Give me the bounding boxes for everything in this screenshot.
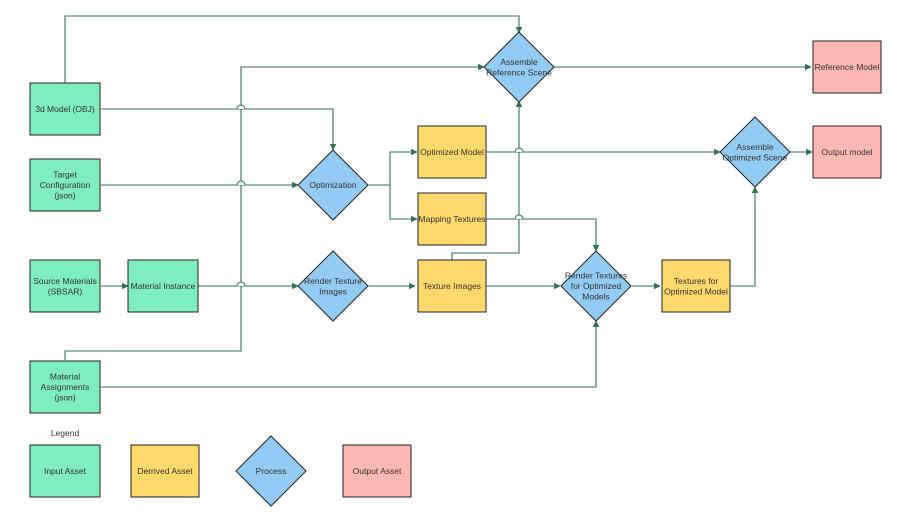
node-reference-model[interactable]: Reference Model (812, 40, 882, 94)
output-box (812, 40, 882, 94)
node-label: Optimization (309, 180, 357, 190)
legend-derived[interactable]: Derrived Asset (130, 444, 200, 498)
node-output-model[interactable]: Output model (812, 125, 882, 179)
crossing-hop (514, 214, 524, 220)
crossing-hop (514, 147, 524, 153)
edge-assignments-to-assemble-reference (64, 63, 485, 360)
edge-model-to-optimization (101, 108, 337, 151)
crossing-hop (236, 281, 246, 287)
edge-model-to-assemble-reference (64, 15, 523, 83)
node-label: Input Asset (44, 466, 87, 476)
process-diamond (719, 116, 791, 188)
node-label: Material Instance (131, 281, 196, 291)
output-box (812, 125, 882, 179)
node-label: 3d Model (OBJ) (35, 104, 95, 114)
process-diamond (483, 31, 555, 103)
derived-box (417, 125, 487, 179)
node-label: Derrived Asset (137, 466, 193, 476)
input-box (29, 360, 101, 414)
input-box (127, 259, 199, 313)
node-optimized-model[interactable]: Optimized Model (417, 125, 487, 179)
legend-title: Legend (51, 428, 80, 438)
edge-optimization-to-mapping-textures (389, 185, 418, 223)
process-diamond (297, 250, 369, 322)
derived-box (417, 259, 487, 313)
crossing-hop (236, 180, 246, 186)
node-label: Reference Model (815, 62, 880, 72)
edge-mapping-to-render-optimized (486, 218, 600, 252)
node-label: Optimized Model (420, 147, 484, 157)
input-box (29, 259, 101, 313)
node-model-obj[interactable]: 3d Model (OBJ) (29, 82, 101, 136)
edges (64, 15, 813, 388)
node-label: Output Asset (353, 466, 402, 476)
legend-output[interactable]: Output Asset (342, 444, 412, 498)
node-mapping-textures[interactable]: Mapping Textures (417, 192, 487, 246)
legend-process[interactable]: Process (235, 435, 307, 507)
input-box (29, 82, 101, 136)
derived-box (130, 444, 200, 498)
input-box (29, 158, 101, 212)
node-material-instance[interactable]: Material Instance (127, 259, 199, 313)
process-diamond (235, 435, 307, 507)
node-label: Process (256, 466, 287, 476)
edge-assignments-to-render-optimized (101, 320, 600, 388)
derived-box (417, 192, 487, 246)
edge-optimization-to-optimized-model (368, 148, 418, 186)
node-label: Texture Images (423, 281, 481, 291)
node-source-materials[interactable]: Source Materials(SBSAR) (29, 259, 101, 313)
derived-box (661, 259, 731, 313)
legend-input[interactable]: Input Asset (29, 444, 101, 498)
edge-texture-images-to-assemble-reference (451, 100, 523, 260)
node-label: Output model (821, 147, 872, 157)
process-diamond (560, 250, 632, 322)
line-crossings (236, 104, 524, 287)
node-label: Mapping Textures (419, 214, 486, 224)
node-texture-images[interactable]: Texture Images (417, 259, 487, 313)
node-label: Source Materials(SBSAR) (33, 276, 97, 297)
node-optimization[interactable]: Optimization (297, 149, 369, 221)
edge-textures-optimized-to-assemble-optimized (731, 186, 759, 287)
process-diamond (297, 149, 369, 221)
crossing-hop (236, 104, 246, 110)
input-box (29, 444, 101, 498)
output-box (342, 444, 412, 498)
